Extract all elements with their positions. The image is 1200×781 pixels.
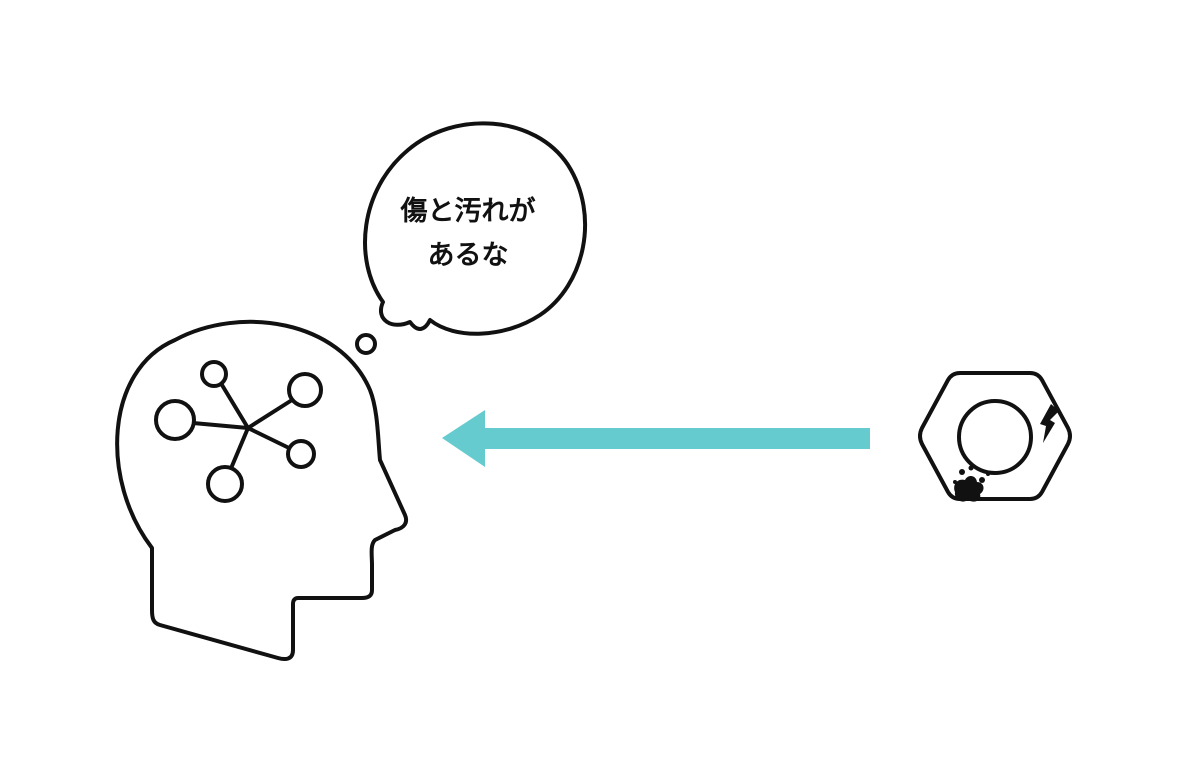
thought-bubble-line-1: 傷と汚れが: [400, 196, 536, 227]
arrow-shaft: [478, 428, 870, 449]
stain-mark-icon: [953, 465, 990, 502]
head-outline: [115, 319, 409, 661]
network-node: [200, 360, 228, 388]
hex-nut-outline: [918, 371, 1072, 501]
thought-bubble-text: 傷と汚れが あるな: [368, 190, 568, 278]
network-node: [206, 465, 244, 503]
thought-bubble-line-2: あるな: [427, 240, 509, 271]
thought-bubble-outline: [363, 121, 588, 336]
hex-nut-hole: [957, 399, 1033, 475]
thought-bubble: [355, 121, 588, 355]
scratch-mark-icon: [1040, 404, 1059, 443]
arrow-head: [442, 410, 485, 467]
thought-bubble-small-dot: [355, 333, 377, 355]
neural-network: [154, 360, 323, 503]
network-node: [286, 439, 316, 469]
network-node: [287, 372, 323, 408]
network-node: [154, 399, 196, 441]
head-network-icon: [115, 319, 409, 661]
hex-nut-icon: [918, 371, 1072, 502]
arrow-left: [442, 410, 870, 467]
